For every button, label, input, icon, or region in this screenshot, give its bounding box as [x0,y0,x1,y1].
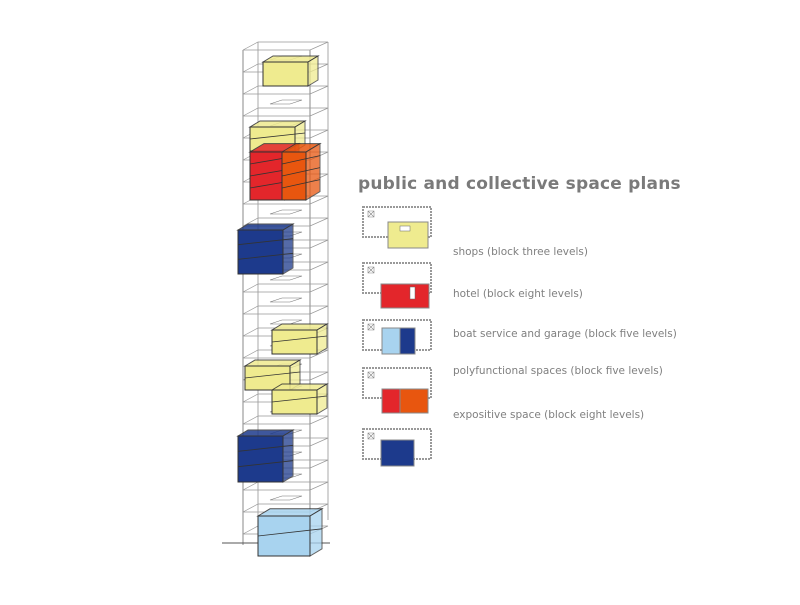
plan-expositive [362,428,432,467]
shops-block-mid-side [316,323,328,355]
garage-block-level-line [237,444,294,452]
shops-block-upper-level-line [249,132,306,140]
floor-slab-outline [242,305,329,315]
expositive-block-side [309,507,323,557]
polyfunctional-block-level-line [281,167,321,177]
plan-boat-service-garage [362,319,432,355]
polyfunctional-block-level-line [281,155,321,165]
expositive-block-level-line [257,528,323,537]
legend-label-expositive: expositive space (block eight levels) [453,409,645,421]
plan-shops [362,206,432,249]
legend-label-hotel: hotel (block eight levels) [453,288,583,300]
legend-label-shops: shops (block three levels) [453,246,588,258]
floor-slab-outline [242,481,329,491]
shops-block-top-side [307,55,319,87]
shops-block-mid-front [271,329,318,355]
polyfunctional-block-side [305,142,321,201]
garage-block-side [282,429,294,483]
floor-slab-outline [242,283,329,293]
floor-slab-outline [242,107,329,117]
floor-slab-outline [242,349,329,359]
diagram-title: public and collective space plans [358,174,681,194]
shops-block-mid-level-line [271,335,328,343]
shops-block-bottom-front [271,389,318,415]
stair-landing [269,495,303,501]
floor-slab-outline [242,415,329,425]
legend-label-polyfunctional: polyfunctional spaces (block five levels… [453,365,663,377]
stair-landing [269,319,303,325]
expositive-block-front [257,515,311,557]
shops-block-bottom-side [316,383,328,415]
plan-hotel [362,262,432,309]
stair-landing [269,297,303,303]
boat-service-block-side [282,223,294,275]
legend-label-boat-service: boat service and garage (block five leve… [453,328,677,340]
boat-service-block-front [237,229,284,275]
stair-landing [269,99,303,105]
floor-slab-outline [242,41,329,51]
shops-block-top-front [262,61,309,87]
floor-slab-outline [242,85,329,95]
boat-service-block-level-line [237,252,294,260]
shops-block-lower-level-line [244,371,301,379]
shops-block-bottom-level-line [271,395,328,403]
stair-landing [269,209,303,215]
garage-block-level-line [237,460,294,468]
boat-service-block-level-line [237,238,294,246]
garage-block-front [237,435,284,483]
plan-polyfunctional [362,367,432,414]
stair-landing [269,275,303,281]
polyfunctional-block-level-line [281,179,321,189]
